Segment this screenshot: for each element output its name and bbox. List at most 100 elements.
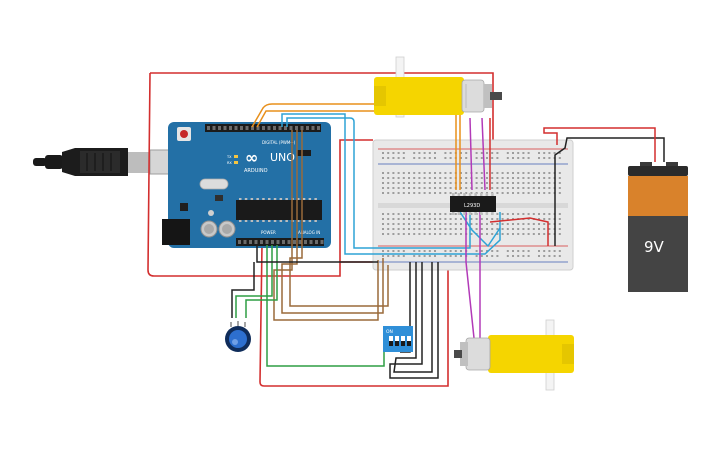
breadboard-hole (527, 255, 530, 257)
breadboard-hole (512, 233, 514, 235)
breadboard-hole (387, 172, 390, 174)
breadboard-hole (491, 182, 494, 184)
breadboard-hole (397, 177, 400, 179)
breadboard-hole (512, 177, 514, 179)
breadboard-hole (465, 192, 468, 194)
dc-motor-bottom[interactable] (454, 319, 574, 391)
breadboard-hole (454, 228, 457, 230)
breadboard-hole (418, 172, 421, 174)
header-pin (317, 126, 320, 130)
breadboard-hole (475, 172, 478, 174)
breadboard-hole (501, 228, 504, 230)
mcu-pin (244, 220, 248, 222)
breadboard-hole (418, 157, 421, 159)
breadboard-hole (548, 250, 551, 252)
breadboard-hole (486, 172, 488, 174)
chip-pin (463, 212, 466, 215)
dip-switch[interactable]: ON (383, 326, 413, 352)
header-pin (265, 240, 269, 244)
power-jack[interactable] (162, 219, 190, 245)
mcu-pin (239, 220, 242, 222)
breadboard-hole (491, 177, 494, 179)
wire-brown[interactable] (273, 130, 389, 321)
breadboard-hole (501, 187, 504, 189)
breadboard-hole (480, 255, 483, 257)
breadboard-hole (532, 192, 535, 194)
breadboard-hole (496, 218, 499, 220)
breadboard-hole (522, 177, 525, 179)
arduino-uno-board[interactable]: ∞ UNO ARDUINO DIGITAL (PWM~) TX RX POWER… (162, 122, 331, 248)
header-pin (289, 126, 293, 130)
breadboard-hole (506, 172, 509, 174)
breadboard-hole (496, 187, 499, 189)
breadboard-hole (491, 157, 494, 159)
breadboard-hole (496, 182, 499, 184)
header-pin (254, 240, 258, 244)
breadboard-hole (558, 223, 561, 225)
breadboard-hole (470, 192, 473, 194)
breadboard-hole (402, 218, 405, 220)
breadboard-hole (444, 250, 447, 252)
breadboard-hole (428, 255, 431, 257)
breadboard-hole (387, 182, 390, 184)
digital-header-label: DIGITAL (PWM~) (262, 140, 296, 145)
breadboard-hole (548, 223, 551, 225)
breadboard-hole (444, 223, 447, 225)
breadboard-hole (434, 255, 436, 257)
breadboard-hole (548, 182, 551, 184)
breadboard-hole (527, 152, 530, 154)
potentiometer[interactable] (225, 321, 251, 352)
breadboard-hole (558, 233, 561, 235)
breadboard-hole (558, 152, 561, 154)
breadboard-hole (423, 213, 426, 215)
breadboard-hole (543, 213, 546, 215)
header-pin (315, 240, 318, 244)
header-pin (309, 240, 313, 244)
breadboard-hole (392, 192, 395, 194)
breadboard-hole (475, 250, 478, 252)
breadboard-hole (418, 250, 421, 252)
breadboard-hole (408, 218, 410, 220)
breadboard-hole (543, 255, 546, 257)
breadboard-hole (428, 177, 431, 179)
dc-motor-top[interactable] (374, 56, 502, 118)
power-analog-header-pins[interactable] (238, 240, 324, 244)
breadboard-hole (382, 213, 384, 215)
breadboard-hole (449, 152, 452, 154)
breadboard-hole (418, 255, 421, 257)
wire-orange[interactable] (251, 103, 461, 190)
breadboard-hole (538, 213, 540, 215)
reset-button[interactable] (177, 127, 191, 141)
l293d-driver-chip[interactable]: L293D (450, 193, 496, 215)
digital-header-pins[interactable] (207, 126, 320, 130)
breadboard-hole (538, 218, 540, 220)
breadboard-hole (527, 157, 530, 159)
header-pin (229, 126, 232, 130)
breadboard-hole (382, 157, 384, 159)
wire-purple[interactable] (465, 117, 486, 339)
breadboard-hole (517, 228, 520, 230)
breadboard-hole (387, 177, 390, 179)
wire-red-battery[interactable] (489, 118, 656, 246)
breadboard-hole (387, 255, 390, 257)
breadboard-hole (439, 218, 442, 220)
breadboard-hole (480, 152, 483, 154)
usb-cable[interactable] (33, 148, 171, 176)
breadboard-hole (402, 223, 405, 225)
breadboard-hole (428, 213, 431, 215)
breadboard-hole (434, 182, 436, 184)
breadboard-hole (491, 218, 494, 220)
breadboard-hole (397, 192, 400, 194)
breadboard-hole (392, 152, 395, 154)
breadboard-hole (460, 228, 462, 230)
header-pin (300, 126, 304, 130)
breadboard-hole (548, 192, 551, 194)
battery-9v[interactable]: 9V (628, 162, 688, 292)
breadboard-hole (408, 213, 410, 215)
breadboard-hole (402, 172, 405, 174)
breadboard-hole (522, 152, 525, 154)
mcu-pin (302, 198, 306, 200)
header-pin (212, 126, 216, 130)
wire-green[interactable] (235, 245, 385, 367)
breadboard-hole (392, 228, 395, 230)
